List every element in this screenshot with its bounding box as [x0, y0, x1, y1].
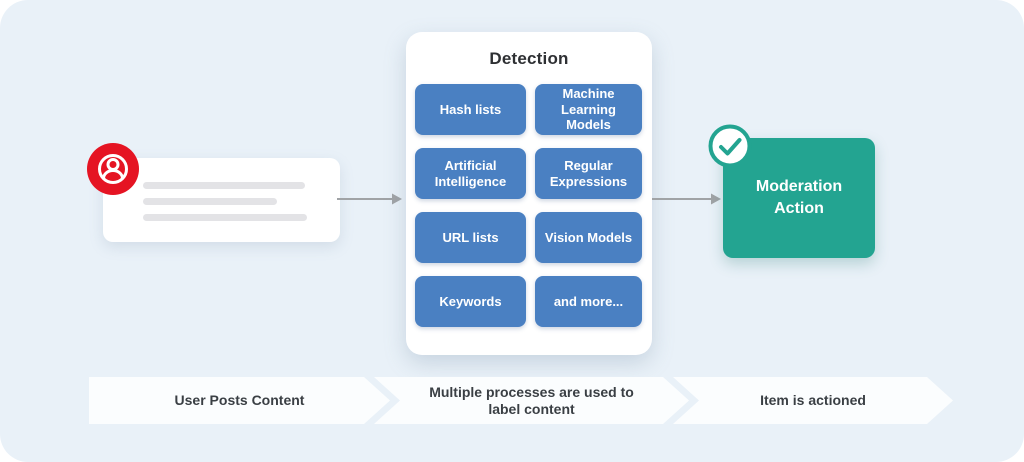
step-label: Item is actioned — [760, 392, 866, 409]
detection-methods-grid: Hash lists Machine Learning Models Artif… — [415, 84, 642, 327]
arrow-right-icon — [652, 192, 722, 211]
method-vision-models: Vision Models — [535, 212, 642, 263]
method-keywords: Keywords — [415, 276, 526, 327]
method-hash-lists: Hash lists — [415, 84, 526, 135]
user-avatar-icon — [87, 143, 139, 195]
method-artificial-intelligence: Artificial Intelligence — [415, 148, 526, 199]
step-user-posts-content: User Posts Content — [89, 377, 390, 424]
method-url-lists: URL lists — [415, 212, 526, 263]
detection-panel: Detection Hash lists Machine Learning Mo… — [406, 32, 652, 355]
step-multiple-processes: Multiple processes are used to label con… — [374, 377, 689, 424]
method-regular-expressions: Regular Expressions — [535, 148, 642, 199]
step-label: User Posts Content — [174, 392, 305, 409]
method-and-more: and more... — [535, 276, 642, 327]
check-icon — [708, 124, 752, 168]
post-text-line — [143, 198, 277, 205]
step-label: Multiple processes are used to label con… — [429, 383, 634, 417]
post-text-line — [143, 214, 307, 221]
detection-title: Detection — [489, 49, 569, 68]
step-item-actioned: Item is actioned — [673, 377, 953, 424]
arrow-right-icon — [337, 192, 403, 211]
moderation-action-box: Moderation Action — [708, 124, 875, 258]
post-text-line — [143, 182, 305, 189]
user-post-card — [87, 143, 340, 242]
method-machine-learning-models: Machine Learning Models — [535, 84, 642, 135]
moderation-action-label: Moderation Action — [755, 177, 843, 217]
